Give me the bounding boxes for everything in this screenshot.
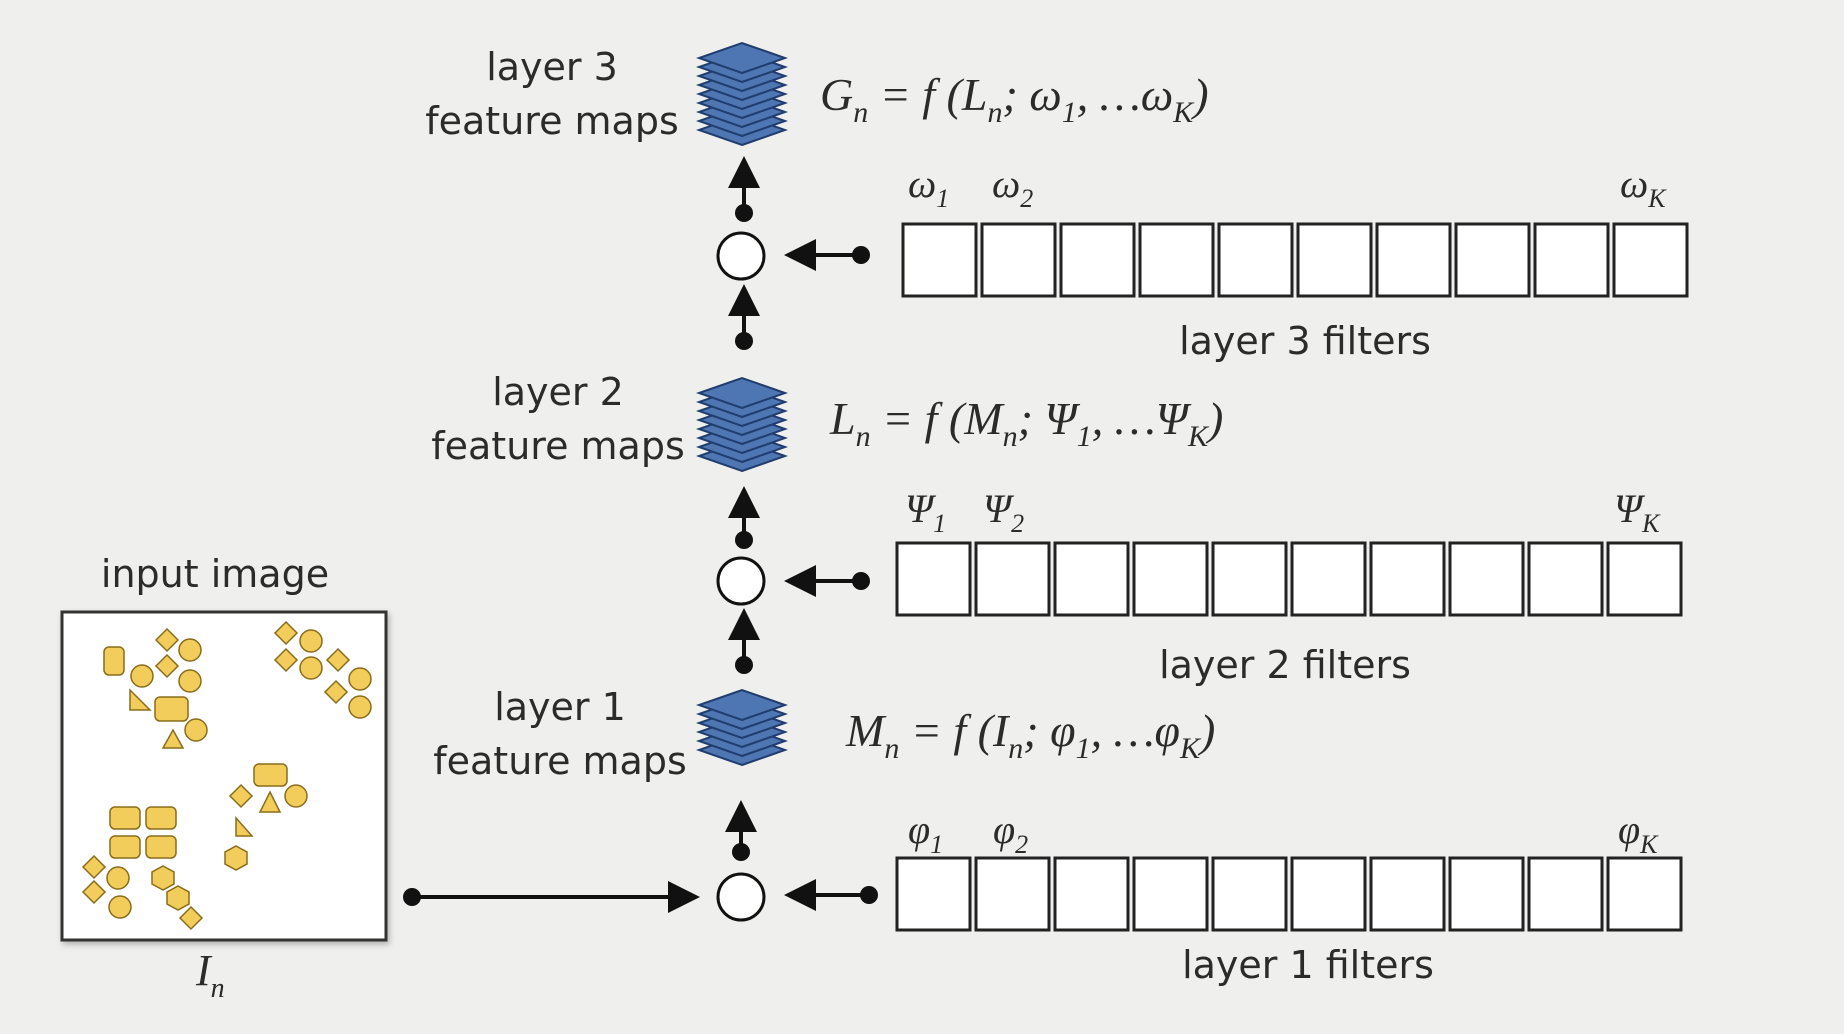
layer-1-feature-maps-stack bbox=[695, 688, 789, 767]
input-image-group: input image bbox=[60, 552, 700, 1004]
layer-1-equation: Mn = f (In; φ1, …φK) bbox=[845, 705, 1215, 765]
input-image-title: input image bbox=[101, 552, 329, 596]
layer-3-filter-second-label: ω2 bbox=[992, 161, 1033, 213]
layer-3: layer 3 feature maps Gn = f (Ln; ω1, …ωK… bbox=[425, 41, 1689, 363]
layer-1-filter-last-label: φK bbox=[1618, 807, 1659, 859]
layer-1-filter-first-label: φ1 bbox=[908, 807, 943, 859]
layer-3-filter-last-label: ωK bbox=[1620, 161, 1667, 213]
layer-2-equation: Ln = f (Mn; Ψ1, …ΨK) bbox=[829, 393, 1223, 453]
layer-1-combine-node bbox=[716, 872, 766, 922]
layer-3-filter-first-label: ω1 bbox=[908, 161, 949, 213]
layer-2-filters-arrow-dot bbox=[852, 572, 870, 590]
input-arrow-tail-dot bbox=[403, 888, 421, 906]
layer-1-filters-arrow-dot bbox=[860, 886, 878, 904]
layer-1-filter-second-label: φ2 bbox=[993, 807, 1028, 859]
layer-3-label-line1: layer 3 bbox=[486, 45, 618, 89]
layer-2-combine-node bbox=[716, 556, 766, 606]
layer-1-filters-label: layer 1 filters bbox=[1182, 943, 1434, 987]
input-symbol: In bbox=[195, 946, 225, 1004]
layer-2-filter-second-label: Ψ2 bbox=[983, 486, 1024, 538]
layer-3-label-line2: feature maps bbox=[425, 99, 679, 143]
layer-3-equation: Gn = f (Ln; ω1, …ωK) bbox=[820, 69, 1209, 129]
layer-1-label-line2: feature maps bbox=[433, 739, 687, 783]
layer-3-feature-maps-stack bbox=[695, 41, 789, 147]
layer-3-filters-label: layer 3 filters bbox=[1179, 319, 1431, 363]
layer-2-label-line2: feature maps bbox=[431, 424, 685, 468]
layer-3-combine-node bbox=[716, 231, 766, 281]
layer-3-filters-arrow-dot bbox=[852, 246, 870, 264]
layer-2-filter-bank bbox=[895, 541, 1683, 617]
layer-3-up-arrow-dot bbox=[735, 204, 753, 222]
layer-2-up-arrow-dot bbox=[735, 531, 753, 549]
input-image-shapes bbox=[81, 620, 372, 931]
layer-2-filters-label: layer 2 filters bbox=[1159, 643, 1411, 687]
layer-1: layer 1 feature maps Mn = f (In; φ1, …φK… bbox=[433, 685, 1683, 987]
layer-2-feature-maps-stack bbox=[695, 376, 789, 473]
layer-3-in-arrow-dot bbox=[735, 332, 753, 350]
layer-1-filter-bank bbox=[895, 856, 1683, 932]
layer-2-filter-first-label: Ψ1 bbox=[905, 486, 946, 538]
layer-2: layer 2 feature maps Ln = f (Mn; Ψ1, …ΨK… bbox=[431, 370, 1683, 687]
layer-2-filter-last-label: ΨK bbox=[1614, 486, 1661, 538]
layer-3-filter-bank bbox=[901, 222, 1689, 298]
layer-2-in-arrow-dot bbox=[735, 656, 753, 674]
layer-1-label-line1: layer 1 bbox=[494, 685, 626, 729]
layer-2-label-line1: layer 2 bbox=[492, 370, 624, 414]
layer-1-up-arrow-dot bbox=[732, 843, 750, 861]
